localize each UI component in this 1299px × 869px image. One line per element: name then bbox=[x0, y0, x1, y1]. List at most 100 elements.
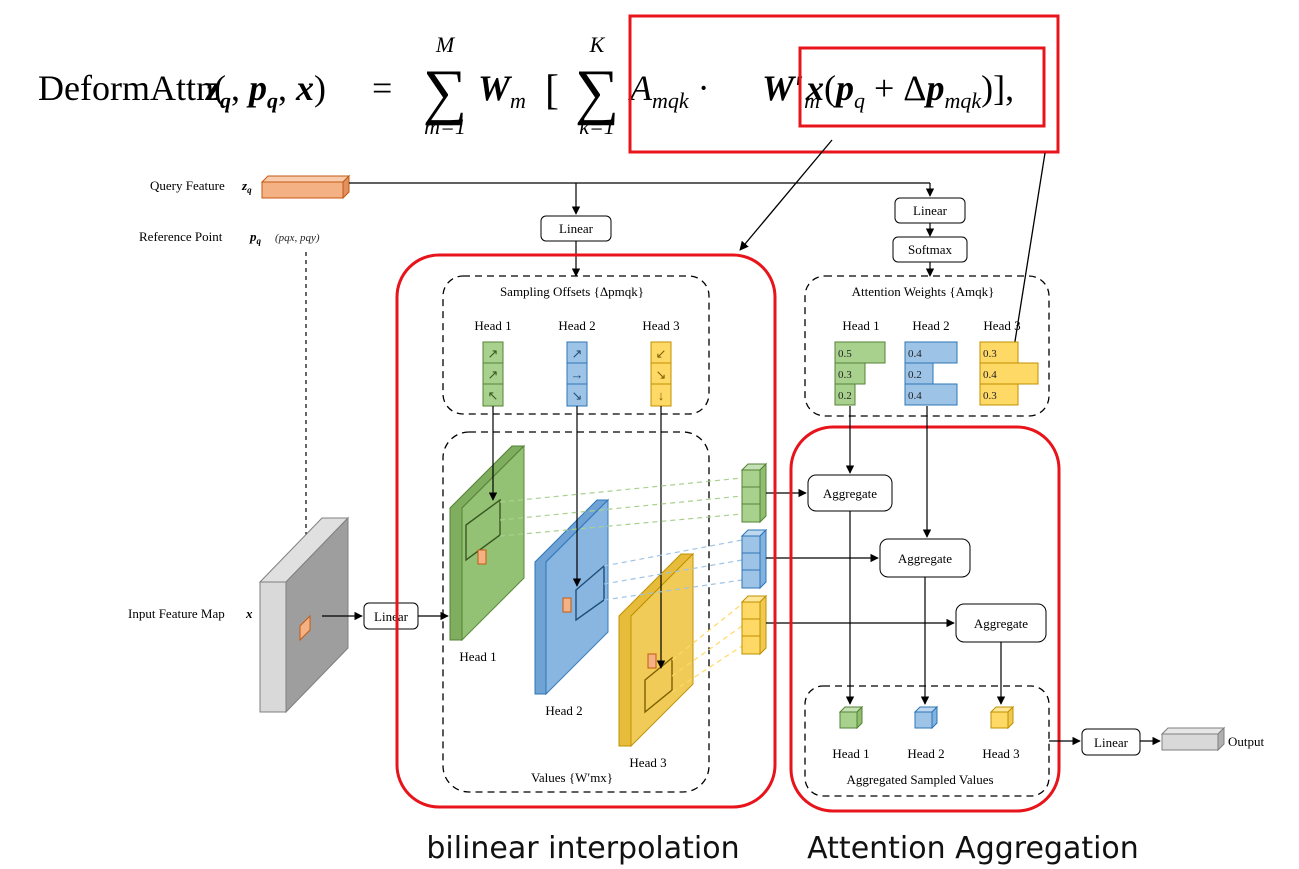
attn-head1-label: Head 1 bbox=[842, 318, 879, 333]
input-feature-map-label: Input Feature Map bbox=[128, 606, 225, 621]
svg-text:0.3: 0.3 bbox=[983, 390, 997, 402]
equation: DeformAttn( zq, pq, x) = M ∑ m=1 Wm [ K … bbox=[38, 14, 1060, 154]
projection-lines bbox=[499, 477, 743, 693]
value-plane-head1-label: Head 1 bbox=[459, 649, 496, 664]
offset-head1-cells: ↗ ↗ ↖ bbox=[482, 341, 504, 407]
value-plane-head1 bbox=[449, 444, 526, 642]
sum-outer-lower: m=1 bbox=[424, 114, 466, 139]
value-plane-head2-label: Head 2 bbox=[545, 703, 582, 718]
reference-point-sym: pq bbox=[249, 229, 262, 246]
aggregated-values-label: Aggregated Sampled Values bbox=[846, 772, 993, 787]
aggregate-button-1: Aggregate bbox=[807, 474, 893, 512]
output-block bbox=[1160, 726, 1226, 752]
reference-coords: (pqx, pqy) bbox=[275, 232, 320, 244]
svg-text:Aggregate: Aggregate bbox=[898, 551, 952, 566]
attn-head2-bars: 0.4 0.2 0.4 bbox=[904, 341, 958, 406]
svg-text:↗: ↗ bbox=[488, 367, 499, 382]
svg-text:0.3: 0.3 bbox=[838, 369, 852, 381]
sum-inner-symbol: ∑ bbox=[575, 58, 619, 126]
highlight-box-inner bbox=[798, 46, 1046, 128]
svg-text:Linear: Linear bbox=[559, 221, 594, 236]
svg-text:↗: ↗ bbox=[488, 346, 499, 361]
svg-text:↘: ↘ bbox=[656, 367, 667, 382]
agg-head1-label: Head 1 bbox=[832, 746, 869, 761]
equation-x-sample: x(pq + Δpmqk)], bbox=[805, 68, 1014, 113]
sum-outer-symbol: ∑ bbox=[423, 58, 467, 126]
svg-text:Softmax: Softmax bbox=[908, 242, 953, 257]
svg-text:0.2: 0.2 bbox=[838, 390, 852, 402]
linear-output-button: Linear bbox=[1081, 728, 1141, 756]
offset-head2-label: Head 2 bbox=[558, 318, 595, 333]
svg-text:→: → bbox=[571, 367, 584, 382]
highlight-box-outer bbox=[628, 14, 1060, 154]
svg-text:0.5: 0.5 bbox=[838, 348, 852, 360]
offset-head3-label: Head 3 bbox=[642, 318, 679, 333]
query-feature-label: Query Feature bbox=[150, 178, 225, 193]
attention-aggregation-region bbox=[789, 425, 1061, 813]
svg-text:0.2: 0.2 bbox=[908, 369, 922, 381]
svg-text:0.3: 0.3 bbox=[983, 348, 997, 360]
aggregated-cube-green bbox=[838, 705, 864, 730]
aggregated-cube-blue bbox=[913, 705, 939, 730]
equation-lhs-args: zq, pq, x) bbox=[204, 68, 326, 113]
sum-inner-upper: K bbox=[589, 32, 606, 57]
svg-text:↗: ↗ bbox=[572, 346, 583, 361]
reference-point-label: Reference Point bbox=[139, 229, 223, 244]
sampling-offsets-label: Sampling Offsets {Δpmqk} bbox=[500, 284, 644, 299]
sampling-offsets-box bbox=[442, 275, 710, 415]
sampled-stack-yellow bbox=[740, 594, 768, 656]
linear-input-button: Linear bbox=[363, 602, 419, 630]
linear-attention-button: Linear bbox=[894, 197, 966, 224]
svg-text:↖: ↖ bbox=[488, 388, 499, 403]
svg-text:Linear: Linear bbox=[913, 203, 948, 218]
svg-text:Linear: Linear bbox=[1094, 735, 1129, 750]
output-label: Output bbox=[1228, 734, 1265, 749]
equation-a-mqk: Amqk · bbox=[628, 68, 710, 113]
equation-bracket-open: [ bbox=[545, 68, 559, 114]
attention-weights-label: Attention Weights {Amqk} bbox=[852, 284, 995, 299]
sum-inner-lower: k=1 bbox=[579, 114, 615, 139]
sum-outer-upper: M bbox=[435, 32, 456, 57]
svg-text:↙: ↙ bbox=[656, 346, 667, 361]
value-plane-head3 bbox=[618, 552, 695, 748]
caption-attention-aggregation: Attention Aggregation bbox=[807, 831, 1139, 866]
agg-head2-label: Head 2 bbox=[907, 746, 944, 761]
sampled-stack-blue bbox=[740, 528, 768, 590]
softmax-button: Softmax bbox=[892, 236, 968, 263]
svg-text:0.4: 0.4 bbox=[908, 390, 922, 402]
equation-w-m: Wm bbox=[478, 68, 526, 113]
offset-head3-cells: ↙ ↘ ↓ bbox=[650, 341, 672, 407]
equation-lhs: DeformAttn( bbox=[38, 68, 226, 108]
equation-eq-sign: = bbox=[372, 68, 392, 108]
svg-text:↓: ↓ bbox=[658, 388, 665, 403]
value-plane-head2 bbox=[534, 498, 610, 696]
svg-text:Linear: Linear bbox=[374, 609, 409, 624]
offset-head1-label: Head 1 bbox=[474, 318, 511, 333]
attn-head3-bars: 0.3 0.4 0.3 bbox=[979, 341, 1039, 406]
input-feature-map-sym: x bbox=[245, 606, 253, 621]
query-feature-sym: zq bbox=[241, 178, 252, 195]
svg-text:0.4: 0.4 bbox=[983, 369, 997, 381]
query-feature-block bbox=[260, 174, 351, 200]
input-feature-map-block bbox=[258, 516, 350, 714]
aggregate-button-3: Aggregate bbox=[955, 603, 1047, 643]
sampled-stack-green bbox=[740, 462, 768, 524]
aggregated-cube-yellow bbox=[989, 705, 1015, 730]
svg-text:↘: ↘ bbox=[572, 388, 583, 403]
attn-head3-label: Head 3 bbox=[983, 318, 1020, 333]
svg-text:0.4: 0.4 bbox=[908, 348, 922, 360]
attn-head1-bars: 0.5 0.3 0.2 bbox=[834, 341, 886, 406]
agg-head3-label: Head 3 bbox=[982, 746, 1019, 761]
aggregate-button-2: Aggregate bbox=[879, 538, 971, 578]
value-plane-head3-label: Head 3 bbox=[629, 755, 666, 770]
caption-bilinear-interpolation: bilinear interpolation bbox=[426, 831, 739, 866]
svg-text:Aggregate: Aggregate bbox=[823, 486, 877, 501]
bilinear-interpolation-region bbox=[395, 253, 777, 809]
offset-head2-cells: ↗ → ↘ bbox=[566, 341, 588, 407]
values-label: Values {W′mx} bbox=[531, 770, 613, 785]
attn-head2-label: Head 2 bbox=[912, 318, 949, 333]
arrow-eq-to-interp bbox=[739, 139, 833, 251]
linear-offsets-button: Linear bbox=[540, 215, 612, 242]
svg-text:Aggregate: Aggregate bbox=[974, 616, 1028, 631]
